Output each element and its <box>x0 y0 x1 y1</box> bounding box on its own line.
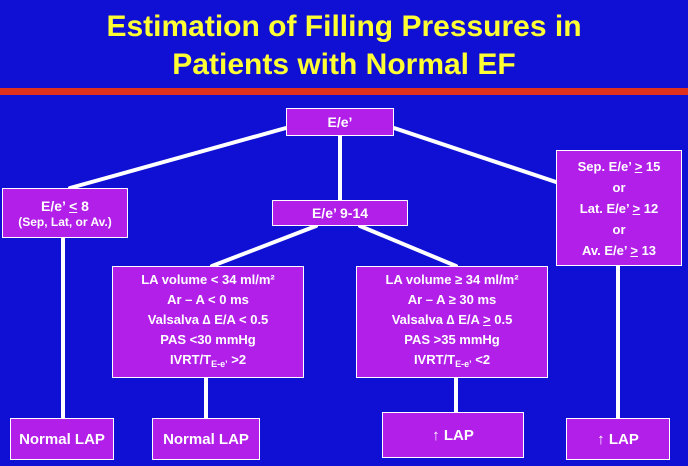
high-ratio-septal: Sep. E/e’ > 15 <box>577 158 661 174</box>
high-ratio-average: Av. E/e’ > 13 <box>581 242 657 258</box>
leaf-increased-lap-2: ↑ LAP <box>566 418 670 460</box>
leaf-normal-lap-2-label: Normal LAP <box>163 430 249 448</box>
low-ratio-line-2: (Sep, Lat, or Av.) <box>18 214 112 229</box>
leaf-increased-lap-1-label: ↑ LAP <box>432 426 474 444</box>
leaf-normal-lap-1: Normal LAP <box>10 418 114 460</box>
connector-middle-elevated <box>358 224 458 268</box>
leaf-normal-lap-2: Normal LAP <box>152 418 260 460</box>
elevated-criteria-valsalva: Valsalva ∆ E/A > 0.5 <box>391 312 513 327</box>
elevated-criteria-pas: PAS >35 mmHg <box>404 332 500 347</box>
elevated-criteria-node: LA volume ≥ 34 ml/m² Ar – A ≥ 30 ms Vals… <box>356 266 548 378</box>
low-ratio-node: E/e’ < 8 (Sep, Lat, or Av.) <box>2 188 128 238</box>
low-ratio-line-1: E/e’ < 8 <box>41 197 89 214</box>
middle-ratio-label: E/e’ 9-14 <box>311 204 369 221</box>
page-title: Estimation of Filling Pressures in Patie… <box>0 8 688 84</box>
normal-criteria-la-volume: LA volume < 34 ml/m² <box>141 272 275 287</box>
normal-criteria-ivrt: IVRT/TE-e’ >2 <box>169 352 247 369</box>
leaf-normal-lap-1-label: Normal LAP <box>19 430 105 448</box>
connector-root-high <box>392 126 558 184</box>
high-ratio-or-1: or <box>612 179 626 195</box>
high-ratio-node: Sep. E/e’ > 15 or Lat. E/e’ > 12 or Av. … <box>556 150 682 266</box>
connector-middle-normal <box>210 224 318 268</box>
normal-criteria-pas: PAS <30 mmHg <box>160 332 256 347</box>
connector-root-low <box>68 126 288 190</box>
high-ratio-or-2: or <box>612 221 626 237</box>
root-node-label: E/e’ <box>327 113 353 130</box>
normal-criteria-ar-a: Ar – A < 0 ms <box>167 292 249 307</box>
elevated-criteria-ivrt: IVRT/TE-e’ <2 <box>413 352 491 369</box>
normal-criteria-valsalva: Valsalva ∆ E/A < 0.5 <box>147 312 269 327</box>
high-ratio-lateral: Lat. E/e’ > 12 <box>579 200 659 216</box>
elevated-criteria-ar-a: Ar – A ≥ 30 ms <box>407 292 497 307</box>
leaf-increased-lap-2-label: ↑ LAP <box>597 430 639 448</box>
leaf-increased-lap-1: ↑ LAP <box>382 412 524 458</box>
middle-ratio-node: E/e’ 9-14 <box>272 200 408 226</box>
title-line-1: Estimation of Filling Pressures in <box>106 10 582 43</box>
elevated-criteria-la-volume: LA volume ≥ 34 ml/m² <box>385 272 519 287</box>
title-line-2: Patients with Normal EF <box>172 48 516 81</box>
normal-criteria-node: LA volume < 34 ml/m² Ar – A < 0 ms Valsa… <box>112 266 304 378</box>
root-node: E/e’ <box>286 108 394 136</box>
title-divider <box>0 88 688 95</box>
